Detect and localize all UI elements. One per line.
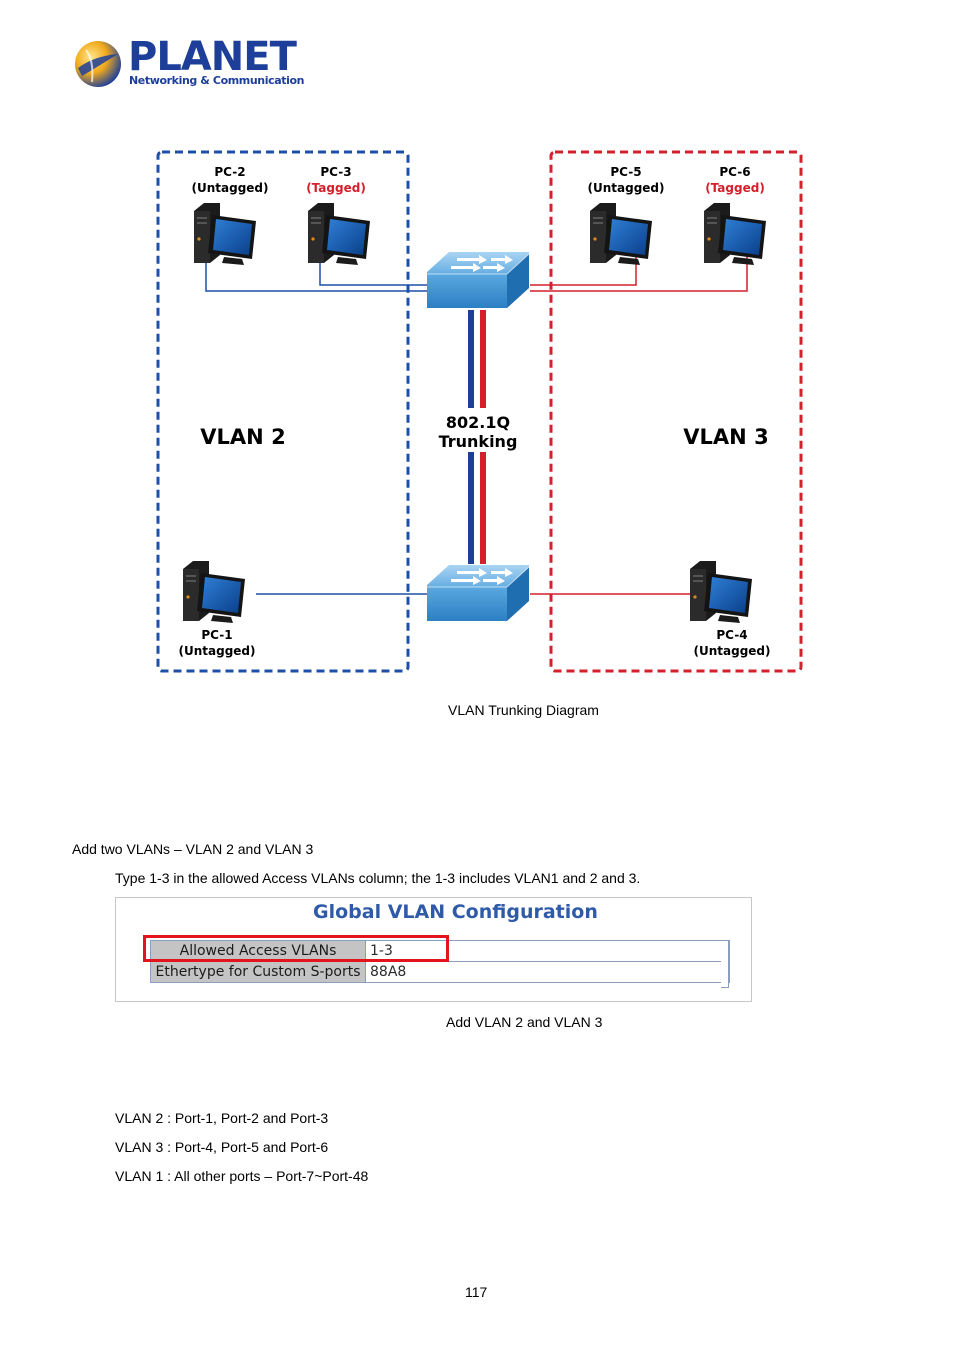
allowed-access-vlans-field[interactable]: 1-3: [365, 940, 730, 962]
global-vlan-configuration-panel: Global VLAN Configuration Allowed Access…: [115, 897, 752, 1002]
trunk-label-line2: Trunking: [439, 432, 518, 451]
pc-5-icon: [590, 203, 652, 265]
ethertype-field[interactable]: 88A8: [365, 961, 730, 983]
config-table: Allowed Access VLANs 1-3 Ethertype for C…: [150, 940, 730, 983]
panel-title: Global VLAN Configuration: [313, 901, 598, 923]
pc-1-icon: [183, 561, 245, 623]
vlan2-links: [205, 255, 428, 595]
trunk-label-line1: 802.1Q: [446, 413, 510, 432]
table-row: Allowed Access VLANs 1-3: [150, 940, 730, 962]
allowed-access-vlans-label: Allowed Access VLANs: [150, 940, 366, 962]
step1-text: Add two VLANs – VLAN 2 and VLAN 3: [72, 841, 314, 857]
planet-logo: PLANET Networking & Communication: [72, 34, 304, 92]
table-row: Ethertype for Custom S-ports 88A8: [150, 961, 730, 983]
pc-2-name: PC-2: [214, 165, 245, 179]
pc-5-name: PC-5: [610, 165, 641, 179]
config-caption: Add VLAN 2 and VLAN 3: [446, 1014, 603, 1030]
ethertype-label: Ethertype for Custom S-ports: [150, 961, 366, 983]
vlan3-assignment: VLAN 3 : Port-4, Port-5 and Port-6: [115, 1139, 329, 1155]
pc-3-icon: [308, 203, 370, 265]
vlan3-label: VLAN 3: [683, 425, 768, 449]
vlan-trunking-diagram: PC-2 (Untagged) PC-3 (Tagged) PC-5 (Unta…: [156, 150, 803, 673]
vlan2-assignment: VLAN 2 : Port-1, Port-2 and Port-3: [115, 1110, 329, 1126]
logo-tagline: Networking & Communication: [129, 74, 305, 87]
pc-5-mode: (Untagged): [588, 181, 665, 195]
trunk-link: [468, 310, 486, 564]
pc-4-name: PC-4: [716, 628, 747, 642]
vlan2-group-border: [156, 150, 410, 673]
pc-6-name: PC-6: [719, 165, 750, 179]
pc-6-icon: [704, 203, 766, 265]
vlan1-assignment: VLAN 1 : All other ports – Port-7~Port-4…: [115, 1168, 369, 1184]
vlan2-label: VLAN 2: [200, 425, 285, 449]
pc-3-name: PC-3: [320, 165, 351, 179]
vlan3-links: [530, 255, 748, 595]
pc-3-mode: (Tagged): [306, 181, 366, 195]
bottom-switch-icon: [426, 564, 530, 622]
pc-4-mode: (Untagged): [694, 644, 771, 658]
table-scrollbar[interactable]: [721, 940, 729, 988]
logo-brand: PLANET: [128, 34, 297, 80]
highlight-box: [143, 935, 449, 962]
pc-4-icon: [690, 561, 752, 623]
globe-icon: [75, 41, 121, 87]
pc-2-icon: [194, 203, 256, 265]
page-number: 117: [465, 1284, 488, 1300]
step1-detail: Type 1-3 in the allowed Access VLANs col…: [115, 870, 641, 886]
top-switch-icon: [426, 251, 530, 309]
diagram-caption: VLAN Trunking Diagram: [448, 702, 599, 718]
pc-1-mode: (Untagged): [179, 644, 256, 658]
pc-2-mode: (Untagged): [192, 181, 269, 195]
pc-1-name: PC-1: [201, 628, 232, 642]
pc-6-mode: (Tagged): [705, 181, 765, 195]
vlan3-group-border: [549, 150, 803, 673]
